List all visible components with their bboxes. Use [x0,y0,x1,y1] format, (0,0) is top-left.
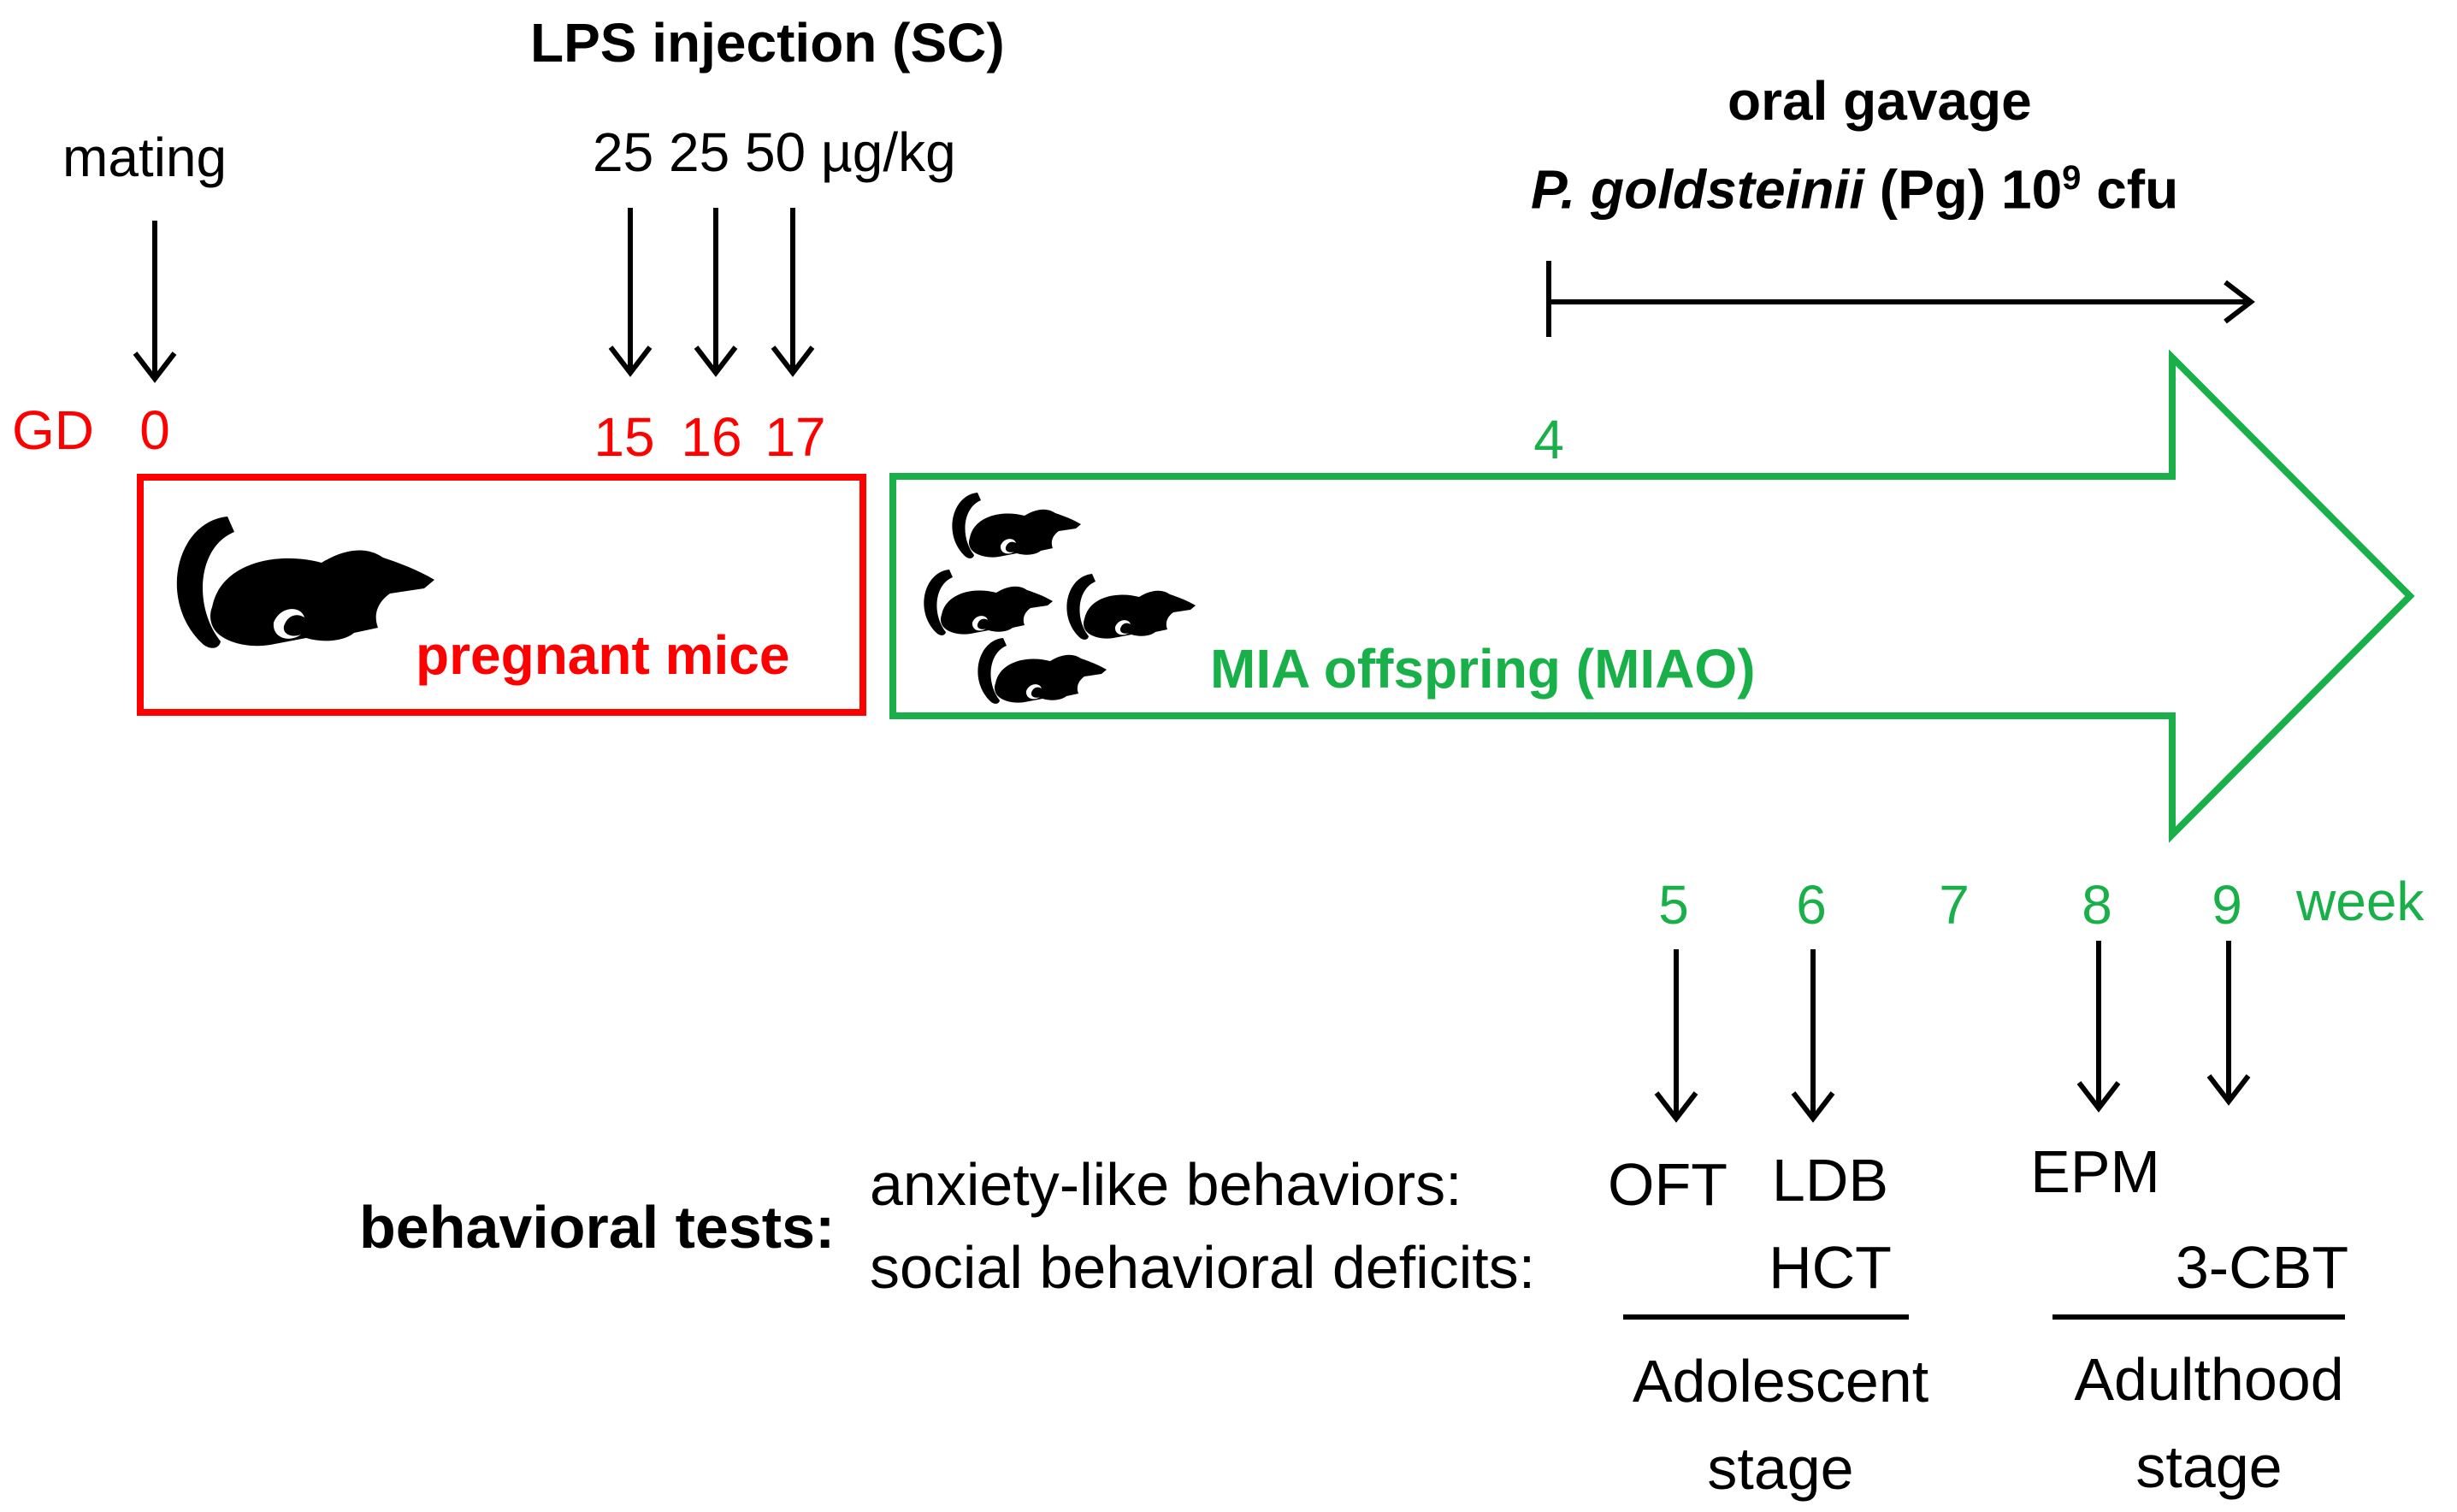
offspring-timeline-arrow [889,349,2415,843]
offspring-label: MIA offspring (MIAO) [1210,638,1756,700]
mating-label: mating [62,127,227,188]
mouse-icon [924,570,1053,635]
week-5: 5 [1658,874,1689,936]
lps-injection-title: LPS injection (SC) [530,12,1005,74]
social-deficits-label: social behavioral deficits: [870,1234,1536,1301]
gavage-dose-prefix: (Pg) 10 [1864,158,2063,221]
test-3cbt: 3-CBT [2175,1234,2349,1301]
week5-arrow [1654,949,1698,1123]
mouse-icon [952,493,1081,558]
gd-label: GD [12,399,94,461]
anxiety-behaviors-label: anxiety-like behaviors: [870,1151,1462,1218]
week-6: 6 [1796,874,1827,936]
week-7: 7 [1939,874,1970,936]
gavage-duration-arrow [1546,261,2255,337]
lps-arrow-gd17 [771,208,815,377]
lps-arrow-gd16 [694,208,738,377]
behavioral-tests-heading: behavioral tests: [359,1194,836,1261]
gavage-dose-exponent: 9 [2062,159,2082,197]
adolescent-stage-line1: Adolescent [1632,1348,1929,1415]
test-hct: HCT [1769,1234,1892,1301]
lps-doses: 25 25 50 µg/kg [593,121,956,183]
week-9: 9 [2212,874,2242,936]
adulthood-stage-line1: Adulthood [2074,1346,2344,1413]
pregnant-mice-box [137,474,866,716]
week8-arrow [2076,941,2121,1113]
week-8: 8 [2082,874,2112,936]
adolescent-stage-line2: stage [1707,1435,1854,1502]
gd-day-17: 17 [765,406,826,468]
gavage-dose-suffix: cfu [2081,158,2179,221]
gavage-title: oral gavage [1728,70,2032,132]
gavage-species: P. goldsteinii [1531,158,1864,221]
gavage-agent: P. goldsteinii (Pg) 109 cfu [1531,161,2178,216]
test-ldb: LDB [1771,1147,1889,1214]
gd-day-15: 15 [594,406,655,468]
mating-arrow [133,221,177,383]
mouse-icon [176,517,434,648]
week-unit-label: week [2296,871,2425,932]
week6-arrow [1791,949,1835,1123]
pregnant-mice-label: pregnant mice [416,624,790,686]
lps-arrow-gd15 [608,208,653,377]
test-oft: OFT [1608,1151,1728,1218]
test-epm: EPM [2030,1138,2160,1205]
start-week-label: 4 [1533,409,1564,470]
adulthood-stage-line2: stage [2135,1433,2283,1500]
mouse-icon [1066,574,1196,640]
gd-day-16: 16 [681,406,742,468]
week9-arrow [2206,941,2251,1106]
gd-day-0: 0 [139,399,170,461]
mouse-icon [977,638,1107,704]
